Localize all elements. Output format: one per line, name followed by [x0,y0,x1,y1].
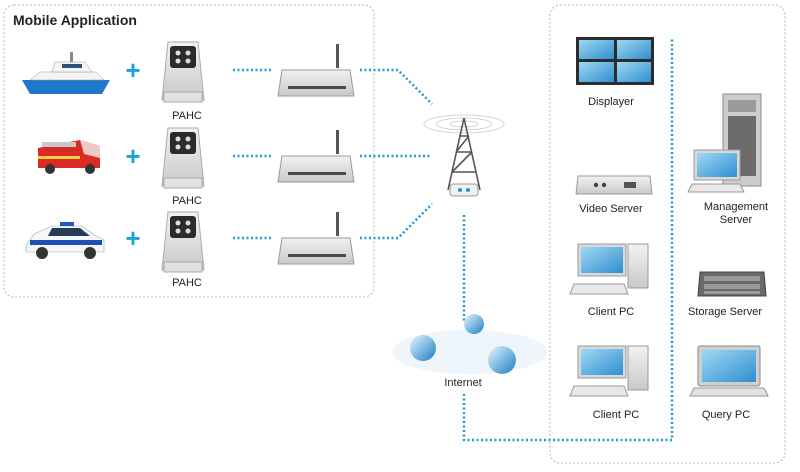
device-label-management-server: Management Server [703,201,769,226]
base-station-tower-icon [423,114,505,197]
internet-cloud-icon [392,314,548,374]
center-room-group [549,4,786,464]
device-label-client-pc: Client PC [587,306,635,318]
device-label-storage-server: Storage Server [688,306,762,318]
laptop-icon [689,345,769,397]
plus-icon: + [125,223,141,253]
mobile-application-group [3,4,375,298]
wireless-router-icon [277,130,355,183]
pahc-camera-icon [161,41,205,103]
camera-label: PAHC [172,195,202,207]
fire-truck-icon [38,140,100,174]
group-title: Mobile Application [13,12,137,28]
connection-links [233,38,674,442]
storage-server-icon [697,271,767,297]
plus-icon: + [125,55,141,85]
pahc-camera-icon [161,127,205,189]
video-server-icon [575,175,653,195]
internet-label: Internet [444,377,482,389]
management-server-icon [687,93,762,193]
camera-label: PAHC [172,277,202,289]
wireless-router-icon [277,44,355,97]
camera-label: PAHC [172,110,202,122]
boat-icon [22,52,110,94]
video-wall-icon [576,37,654,85]
wireless-router-icon [277,212,355,265]
device-label-displayer: Displayer [588,96,634,108]
device-label-video-server: Video Server [579,203,643,215]
pahc-camera-icon [161,211,205,273]
desktop-pc-icon [569,345,649,397]
plus-icon: + [125,141,141,171]
desktop-pc-icon [569,243,649,295]
police-car-icon [25,222,105,259]
device-label-client-pc: Client PC [592,409,640,421]
device-label-query-pc: Query PC [701,409,751,421]
